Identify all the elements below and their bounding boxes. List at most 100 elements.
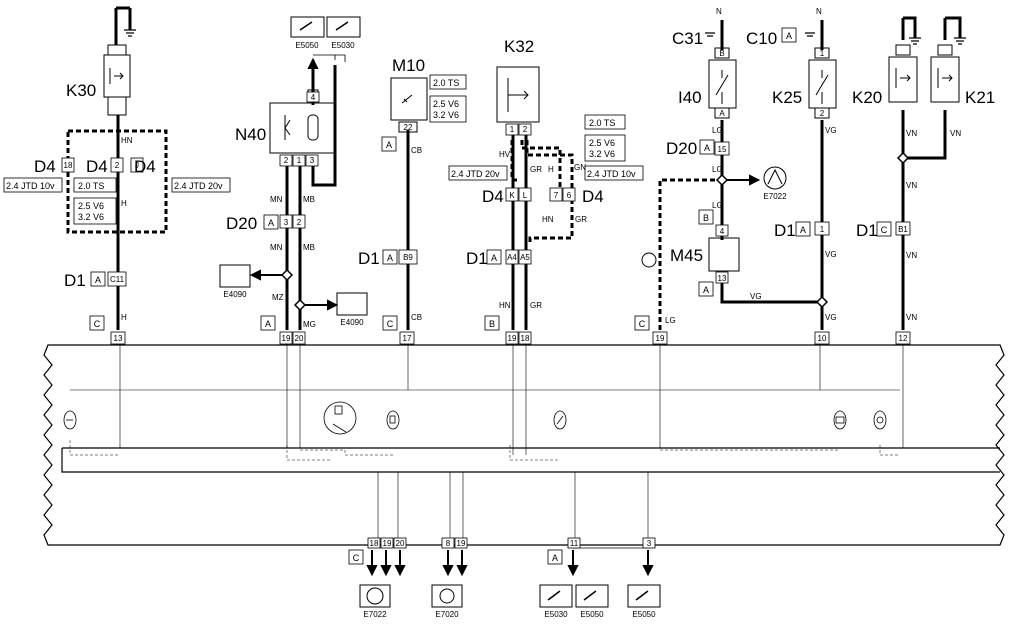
instrument-panel xyxy=(43,340,1005,546)
pin-label: 18 xyxy=(521,334,530,343)
box-label: A xyxy=(387,253,393,263)
pin-label: B1 xyxy=(898,225,908,234)
pin-boxes xyxy=(61,91,911,549)
temperature-icon xyxy=(553,410,567,430)
variant-label: 3.2 V6 xyxy=(78,212,104,222)
component-i40: I40 xyxy=(678,88,702,107)
ground-icon xyxy=(909,37,921,45)
wire-label: LG xyxy=(712,201,723,210)
wire-label: MN xyxy=(270,195,283,204)
connector-d4: D4 xyxy=(86,157,108,176)
wire-label: MB xyxy=(303,243,315,252)
connector-d1: D1 xyxy=(466,249,488,268)
box-label: A xyxy=(386,140,392,150)
wire-label: VN xyxy=(950,129,961,138)
ref-code: E7020 xyxy=(435,610,459,619)
ref-code: E4090 xyxy=(340,318,364,327)
pin-label: 20 xyxy=(396,539,405,548)
wire-label: H xyxy=(121,313,127,322)
wire-label: HN xyxy=(499,301,511,310)
wire-label: LG xyxy=(712,126,723,135)
variant-label: 2.5 V6 xyxy=(433,99,459,109)
box-label: A xyxy=(95,275,101,285)
wire-label: MB xyxy=(303,195,315,204)
wire-label: MG xyxy=(303,320,316,329)
box-label: C xyxy=(94,319,101,329)
ref-code: E7022 xyxy=(763,192,787,201)
component-k21: K21 xyxy=(965,88,995,107)
variant-label: 2.4 JTD 20v xyxy=(451,169,500,179)
brake-fluid-icon xyxy=(873,410,887,430)
wire-label: VN xyxy=(906,129,917,138)
letter-boxes xyxy=(89,27,892,565)
pin-label: 1 xyxy=(510,125,515,134)
ref-code: E5050 xyxy=(580,610,604,619)
connector-d1: D1 xyxy=(358,249,380,268)
brake-pad-icon xyxy=(833,410,847,430)
variant-label: 2.4 JTD 10v xyxy=(587,169,636,179)
pin-label: 1 xyxy=(297,156,302,165)
ref-code: E5030 xyxy=(331,41,355,50)
ref-code: E7022 xyxy=(363,610,387,619)
dashed-wires xyxy=(66,129,722,330)
pin-label: 4 xyxy=(311,93,316,102)
pin-label: L xyxy=(523,191,528,200)
pin-label: A5 xyxy=(520,253,530,262)
pin-label: 19 xyxy=(508,334,517,343)
pin-label: 18 xyxy=(64,161,73,170)
box-label: A xyxy=(786,31,792,41)
pin-label: 3 xyxy=(284,218,289,227)
connector-d4: D4 xyxy=(582,187,604,206)
connector-d1: D1 xyxy=(856,221,878,240)
pin-label: 8 xyxy=(446,539,451,548)
wire-label: VG xyxy=(750,292,762,301)
connector-d1: D1 xyxy=(64,271,86,290)
component-c10: C10 xyxy=(746,29,777,48)
connector-d20: D20 xyxy=(226,214,257,233)
wire-label: N xyxy=(816,7,822,16)
oil-pressure-warning-icon xyxy=(63,410,77,430)
arrows xyxy=(249,57,761,577)
pin-label: 15 xyxy=(718,145,727,154)
pin-label: 19 xyxy=(383,539,392,548)
variant-label: 2.0 TS xyxy=(78,181,104,191)
pin-label: 17 xyxy=(403,334,412,343)
ref-code: E5030 xyxy=(544,610,568,619)
component-n40: N40 xyxy=(235,125,266,144)
wire-label: VG xyxy=(825,313,837,322)
box-label: A xyxy=(703,285,709,295)
connector-d1: D1 xyxy=(774,221,796,240)
component-m10: M10 xyxy=(392,56,425,75)
pin-label: 19 xyxy=(282,334,291,343)
wire-label: HN xyxy=(121,136,133,145)
component-m45: M45 xyxy=(670,246,703,265)
ref-code: E4090 xyxy=(223,290,247,299)
wire-label: GN xyxy=(574,163,586,172)
junctions xyxy=(280,151,910,312)
panel-gauges xyxy=(63,401,887,435)
ground-icons xyxy=(124,29,966,45)
pin-label: 3 xyxy=(310,156,315,165)
pin-label: B xyxy=(719,49,724,58)
box-label: C xyxy=(353,553,360,563)
pin-label: 18 xyxy=(370,539,379,548)
pin-label: 2 xyxy=(284,156,289,165)
box-label: A xyxy=(491,253,497,263)
pin-label: 13 xyxy=(114,334,123,343)
fuel-gauge-icon xyxy=(323,401,357,435)
pin-label: 11 xyxy=(570,539,579,548)
wire-label: H xyxy=(121,199,127,208)
wire-label: MZ xyxy=(272,293,284,302)
pin-label: 22 xyxy=(404,123,413,132)
ref-symbols xyxy=(219,16,787,608)
wire-label: VN xyxy=(906,313,917,322)
pin-label: C11 xyxy=(110,275,125,284)
ref-code: E5050 xyxy=(295,41,319,50)
variant-label: 2.5 V6 xyxy=(78,201,104,211)
pin-label: 20 xyxy=(295,334,304,343)
pin-label: 19 xyxy=(656,334,665,343)
pin-label: J xyxy=(135,161,139,170)
component-k32: K32 xyxy=(504,37,534,56)
wire-label: GR xyxy=(530,301,542,310)
